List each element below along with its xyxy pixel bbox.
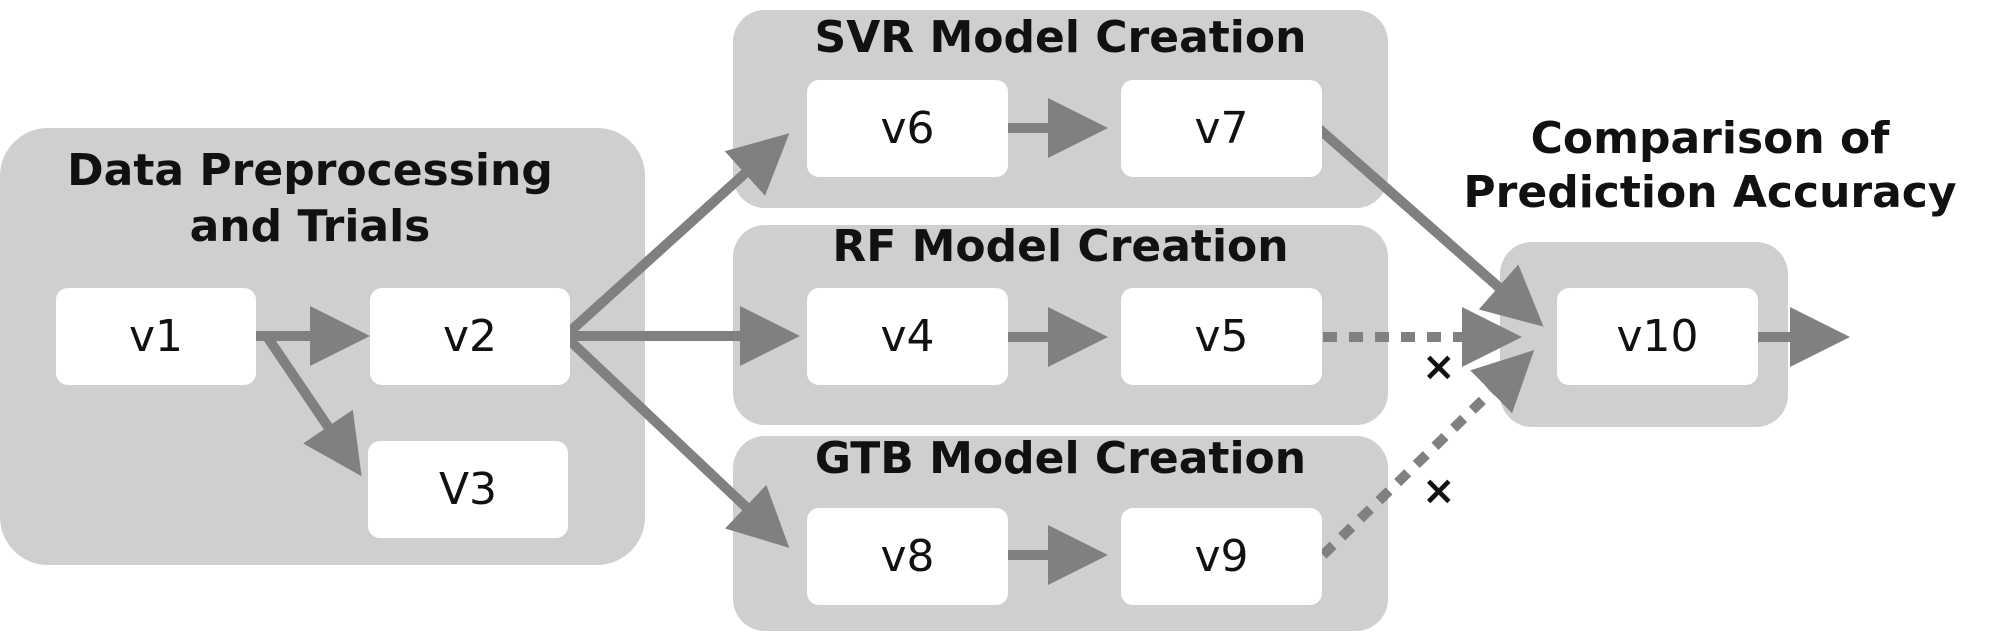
comparison-title-line1: Comparison of [1530,113,1890,164]
svr-title: SVR Model Creation [814,12,1307,63]
node-v5: v5 [1121,288,1322,385]
edge-v2-v8 [562,333,790,548]
edge-v2-v6 [562,133,790,339]
node-v2: v2 [370,288,570,385]
rejected-mark-gtb: × [1422,468,1456,514]
node-v8: v8 [807,508,1008,605]
edge-v1-v3 [263,335,362,477]
comparison-title-line2: Prediction Accuracy [1463,167,1957,218]
gtb-title: GTB Model Creation [814,433,1307,484]
node-v10: v10 [1557,288,1758,385]
edge-v7-v10 [1314,124,1544,327]
node-v9: v9 [1121,508,1322,605]
node-v7: v7 [1121,80,1322,177]
node-v1: v1 [56,288,256,385]
node-v4: v4 [807,288,1008,385]
preprocessing-title-line1: Data Preprocessing [67,145,553,196]
rejected-mark-rf: × [1422,344,1456,390]
preprocessing-title-line2: and Trials [189,201,431,252]
node-v6: v6 [807,80,1008,177]
rf-title: RF Model Creation [832,221,1289,272]
node-v3: V3 [368,441,568,538]
edge-v9-v10-dotted [1319,350,1535,559]
